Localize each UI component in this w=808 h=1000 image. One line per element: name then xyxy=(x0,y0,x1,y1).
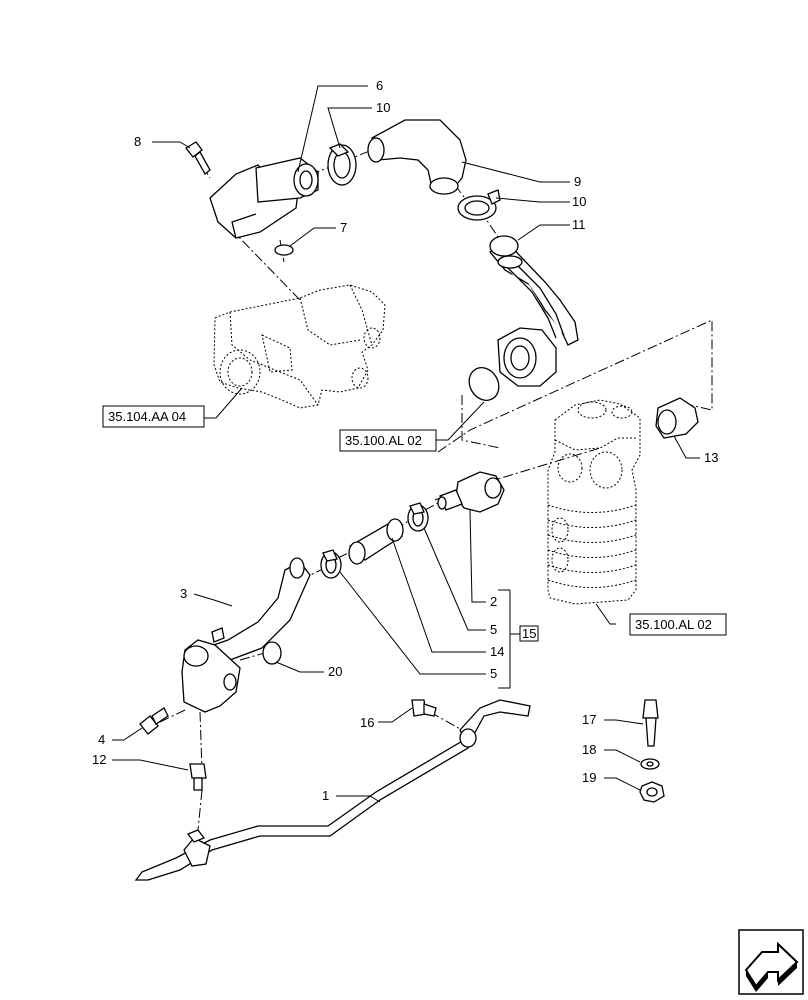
callout-5-upper: 5 xyxy=(490,622,497,637)
callout-3: 3 xyxy=(180,586,187,601)
clamp-10-upper xyxy=(327,143,357,186)
ref-box-pump[interactable] xyxy=(102,405,205,428)
callout-18: 18 xyxy=(582,742,596,757)
callout-19: 19 xyxy=(582,770,596,785)
clamp-5-upper xyxy=(407,502,429,532)
callout-13: 13 xyxy=(704,450,718,465)
return-pipe-1 xyxy=(134,699,531,881)
callout-11: 11 xyxy=(572,217,586,232)
o-ring-7 xyxy=(274,244,294,256)
reference-boxes[interactable]: 35.104.AA 04 35.100.AL 02 35.100.AL 02 xyxy=(102,405,727,636)
callouts: 8 6 10 7 9 10 11 13 3 2 5 14 5 20 4 12 1… xyxy=(92,78,718,803)
clamp-5-lower xyxy=(320,549,342,579)
callout-5-lower: 5 xyxy=(490,666,497,681)
callout-15: 15 xyxy=(522,626,536,641)
callout-4: 4 xyxy=(98,732,105,747)
callout-2: 2 xyxy=(490,594,497,609)
nut-19 xyxy=(639,781,665,803)
callout-8: 8 xyxy=(134,134,141,149)
sleeve-13 xyxy=(655,397,699,439)
nav-arrow-icon[interactable] xyxy=(738,929,804,995)
callout-6: 6 xyxy=(376,78,383,93)
clamp-10-lower xyxy=(457,189,501,221)
leader-lines xyxy=(112,85,700,803)
bolt-8 xyxy=(185,141,211,175)
ref-box-valve-lower[interactable] xyxy=(629,613,727,636)
connector-2 xyxy=(437,471,505,513)
pipe-3 xyxy=(181,557,311,713)
callout-1: 1 xyxy=(322,788,329,803)
callout-10-lower: 10 xyxy=(572,194,586,209)
washer-18 xyxy=(640,758,660,770)
stud-17 xyxy=(642,699,659,747)
ref-label-valve-upper[interactable]: 35.100.AL 02 xyxy=(345,433,422,448)
callout-10-upper: 10 xyxy=(376,100,390,115)
callout-17: 17 xyxy=(582,712,596,727)
fitting-16 xyxy=(411,699,437,717)
ref-label-pump[interactable]: 35.104.AA 04 xyxy=(108,409,186,424)
hose-elbow-9 xyxy=(367,119,467,195)
suction-tube-11 xyxy=(489,235,579,387)
hose-14 xyxy=(348,518,404,565)
o-ring-20 xyxy=(262,641,282,665)
callout-20: 20 xyxy=(328,664,342,679)
ref-label-valve-lower[interactable]: 35.100.AL 02 xyxy=(635,617,712,632)
assembly-lines xyxy=(159,149,713,831)
elbow-flange-6 xyxy=(209,157,319,239)
callout-16: 16 xyxy=(360,715,374,730)
callout-12: 12 xyxy=(92,752,106,767)
ref-box-valve-upper[interactable] xyxy=(339,429,437,452)
callout-7: 7 xyxy=(340,220,347,235)
hydraulic-pump xyxy=(213,284,386,409)
fitting-12 xyxy=(189,763,207,791)
o-ring-upper xyxy=(468,367,500,401)
callout-14: 14 xyxy=(490,644,504,659)
filter-valve xyxy=(547,399,641,605)
bolt-4 xyxy=(139,707,169,735)
callout-9: 9 xyxy=(574,174,581,189)
callout-15-box xyxy=(519,625,539,642)
